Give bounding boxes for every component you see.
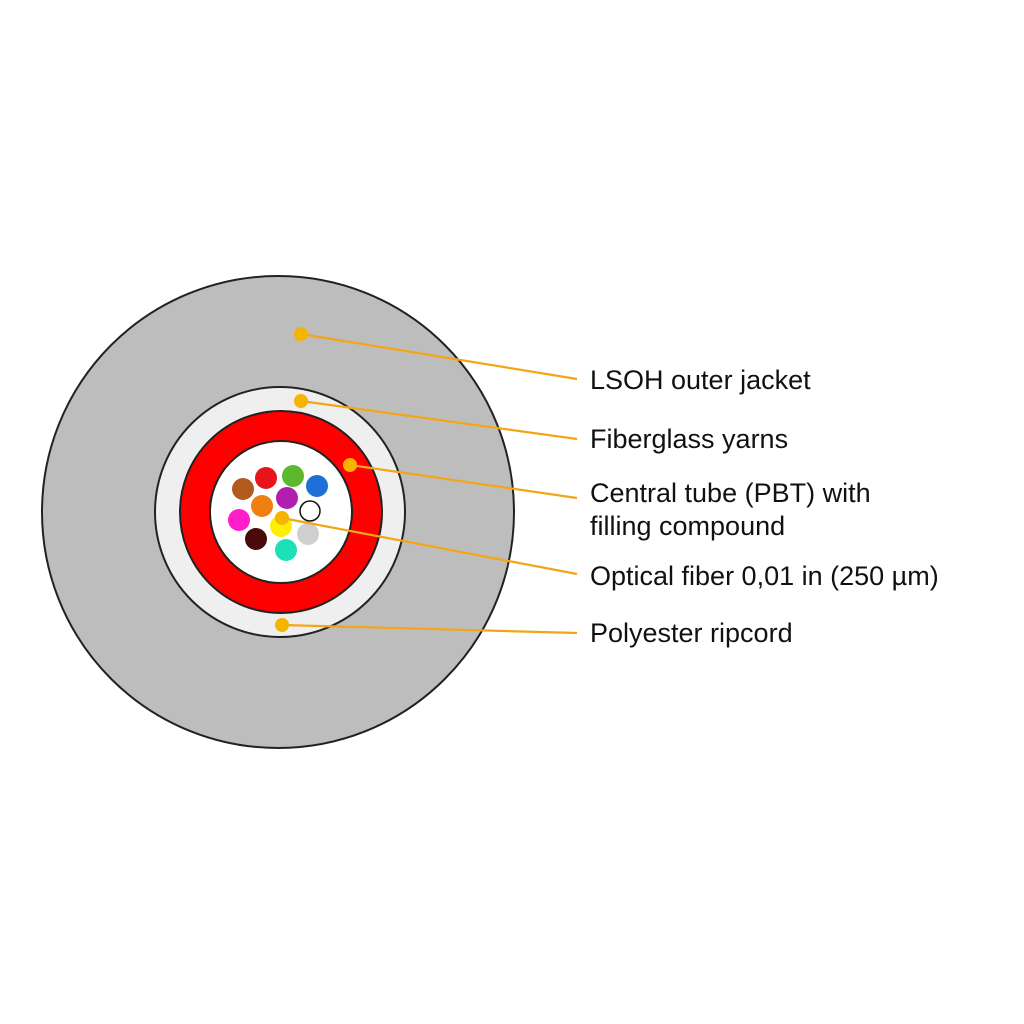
label-outer-jacket: LSOH outer jacket	[590, 365, 811, 395]
label-central-tube-line-1: Central tube (PBT) with	[590, 478, 871, 508]
label-optical-fiber: Optical fiber 0,01 in (250 µm)	[590, 561, 939, 591]
leader-line-polyester-ripcord	[281, 623, 578, 635]
leader-dots	[275, 327, 357, 632]
optical-fiber-10	[297, 523, 319, 545]
optical-fiber-1	[255, 467, 277, 489]
leader-dot-central-tube	[343, 458, 357, 472]
label-polyester-ripcord: Polyester ripcord	[590, 618, 793, 648]
label-central-tube-line-2: filling compound	[590, 511, 785, 541]
leader-dot-optical-fiber	[275, 511, 289, 525]
optical-fiber-7	[299, 500, 321, 522]
leader-line-fiberglass-yarns	[300, 399, 578, 441]
optical-fiber-11	[245, 528, 267, 550]
optical-fiber-8	[228, 509, 250, 531]
leader-line-outer-jacket	[300, 332, 578, 381]
label-fiberglass-yarns: Fiberglass yarns	[590, 424, 788, 454]
optical-fiber-3	[306, 475, 328, 497]
optical-fiber-2	[282, 465, 304, 487]
optical-fiber-5	[251, 495, 273, 517]
optical-fibers-group	[228, 465, 328, 561]
leader-line-central-tube	[349, 463, 578, 500]
leader-lines	[281, 332, 578, 635]
optical-fiber-4	[232, 478, 254, 500]
labels: LSOH outer jacket Fiberglass yarns Centr…	[590, 365, 939, 648]
leader-line-optical-fiber	[281, 516, 578, 576]
leader-dot-outer-jacket	[294, 327, 308, 341]
optical-fiber-6	[276, 487, 298, 509]
leader-dot-polyester-ripcord	[275, 618, 289, 632]
optical-fiber-12	[275, 539, 297, 561]
leader-dot-fiberglass-yarns	[294, 394, 308, 408]
